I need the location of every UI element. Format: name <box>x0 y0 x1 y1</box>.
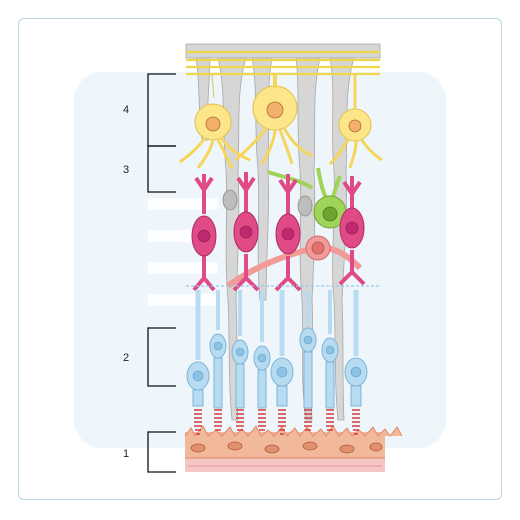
nucleus-icon <box>192 370 204 382</box>
nucleus-icon <box>239 225 253 239</box>
nerve-fiber-layer <box>186 50 380 76</box>
nucleus-icon <box>325 345 335 355</box>
nucleus-icon <box>205 116 221 132</box>
layer-label-4: 4 <box>123 104 130 116</box>
backdrop-stripe <box>148 262 218 274</box>
nucleus-icon <box>297 195 313 217</box>
nucleus-icon <box>348 119 362 133</box>
nucleus-icon <box>350 366 362 378</box>
nucleus-icon <box>303 335 313 345</box>
photoreceptor-layer <box>186 285 380 435</box>
nucleus-icon <box>257 353 267 363</box>
nucleus-icon <box>222 189 238 211</box>
layer-label-1: 1 <box>123 448 130 460</box>
photoreceptor-cell <box>253 290 271 409</box>
bipolar-cell <box>232 172 260 292</box>
bracket-icon <box>147 327 176 387</box>
photoreceptor-cell <box>186 290 210 407</box>
nucleus-icon <box>345 221 359 235</box>
nucleus-icon <box>281 227 295 241</box>
inner-nuclear-layer <box>191 167 366 292</box>
nucleus-icon <box>235 347 245 357</box>
bracket-icon <box>147 145 176 193</box>
photoreceptor-cell <box>344 290 368 407</box>
nucleus-icon <box>213 341 223 351</box>
nucleus-icon <box>311 241 325 255</box>
bracket-icon <box>147 431 176 473</box>
nucleus-icon <box>266 101 284 119</box>
layer-label-2: 2 <box>123 352 130 364</box>
photoreceptor-cell <box>270 290 294 407</box>
outer-segments <box>194 409 360 435</box>
bracket-icon <box>147 73 176 147</box>
layer-label-3: 3 <box>123 164 130 176</box>
pigment-epithelium-layer <box>184 425 403 472</box>
backdrop-stripe <box>148 198 218 210</box>
nucleus-icon <box>322 206 338 222</box>
nucleus-icon <box>197 229 211 243</box>
nucleus-icon <box>276 366 288 378</box>
